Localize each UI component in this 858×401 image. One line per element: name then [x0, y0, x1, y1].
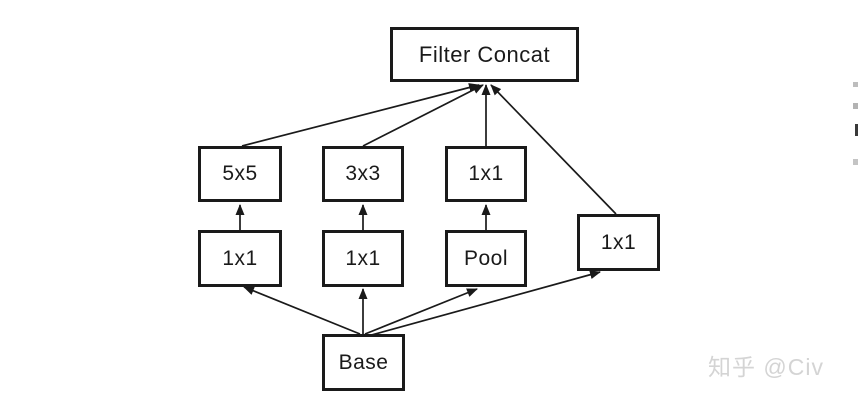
node-conv1x1-right-label: 1x1 [600, 230, 637, 254]
clipped-text-fragment [853, 82, 858, 87]
zhihu-watermark: 知乎 @Civ [708, 354, 824, 380]
node-conv1x1-left: 1x1 [198, 230, 282, 287]
node-conv1x1-top: 1x1 [445, 146, 527, 202]
clipped-text-fragment [855, 124, 858, 136]
node-pool-label: Pool [463, 246, 509, 270]
node-base: Base [322, 334, 405, 391]
node-conv3x3-label: 3x3 [345, 162, 381, 185]
clipped-text-fragment [853, 103, 858, 109]
edge-conv3x3-to-filter-concat [362, 84, 484, 147]
edge-conv5x5-to-filter-concat [241, 83, 480, 147]
node-conv1x1-mid: 1x1 [322, 230, 404, 287]
node-conv1x1-mid-label: 1x1 [345, 246, 381, 270]
node-pool: Pool [445, 230, 527, 287]
node-conv3x3: 3x3 [322, 146, 404, 202]
node-conv5x5-label: 5x5 [222, 162, 258, 185]
node-conv5x5: 5x5 [198, 146, 282, 202]
node-conv1x1-right: 1x1 [577, 214, 660, 271]
node-filter-concat: Filter Concat [390, 27, 579, 82]
node-base-label: Base [338, 350, 389, 374]
edge-base-to-conv1x1-left [243, 286, 361, 335]
edge-conv1x1-right-to-filter-concat [490, 84, 617, 215]
clipped-text-fragment [853, 159, 858, 165]
edge-base-to-conv1x1-right [367, 270, 601, 337]
node-filter-concat-label: Filter Concat [418, 41, 551, 67]
edge-base-to-pool [364, 288, 478, 335]
node-conv1x1-left-label: 1x1 [222, 246, 258, 270]
node-conv1x1-top-label: 1x1 [468, 162, 504, 185]
